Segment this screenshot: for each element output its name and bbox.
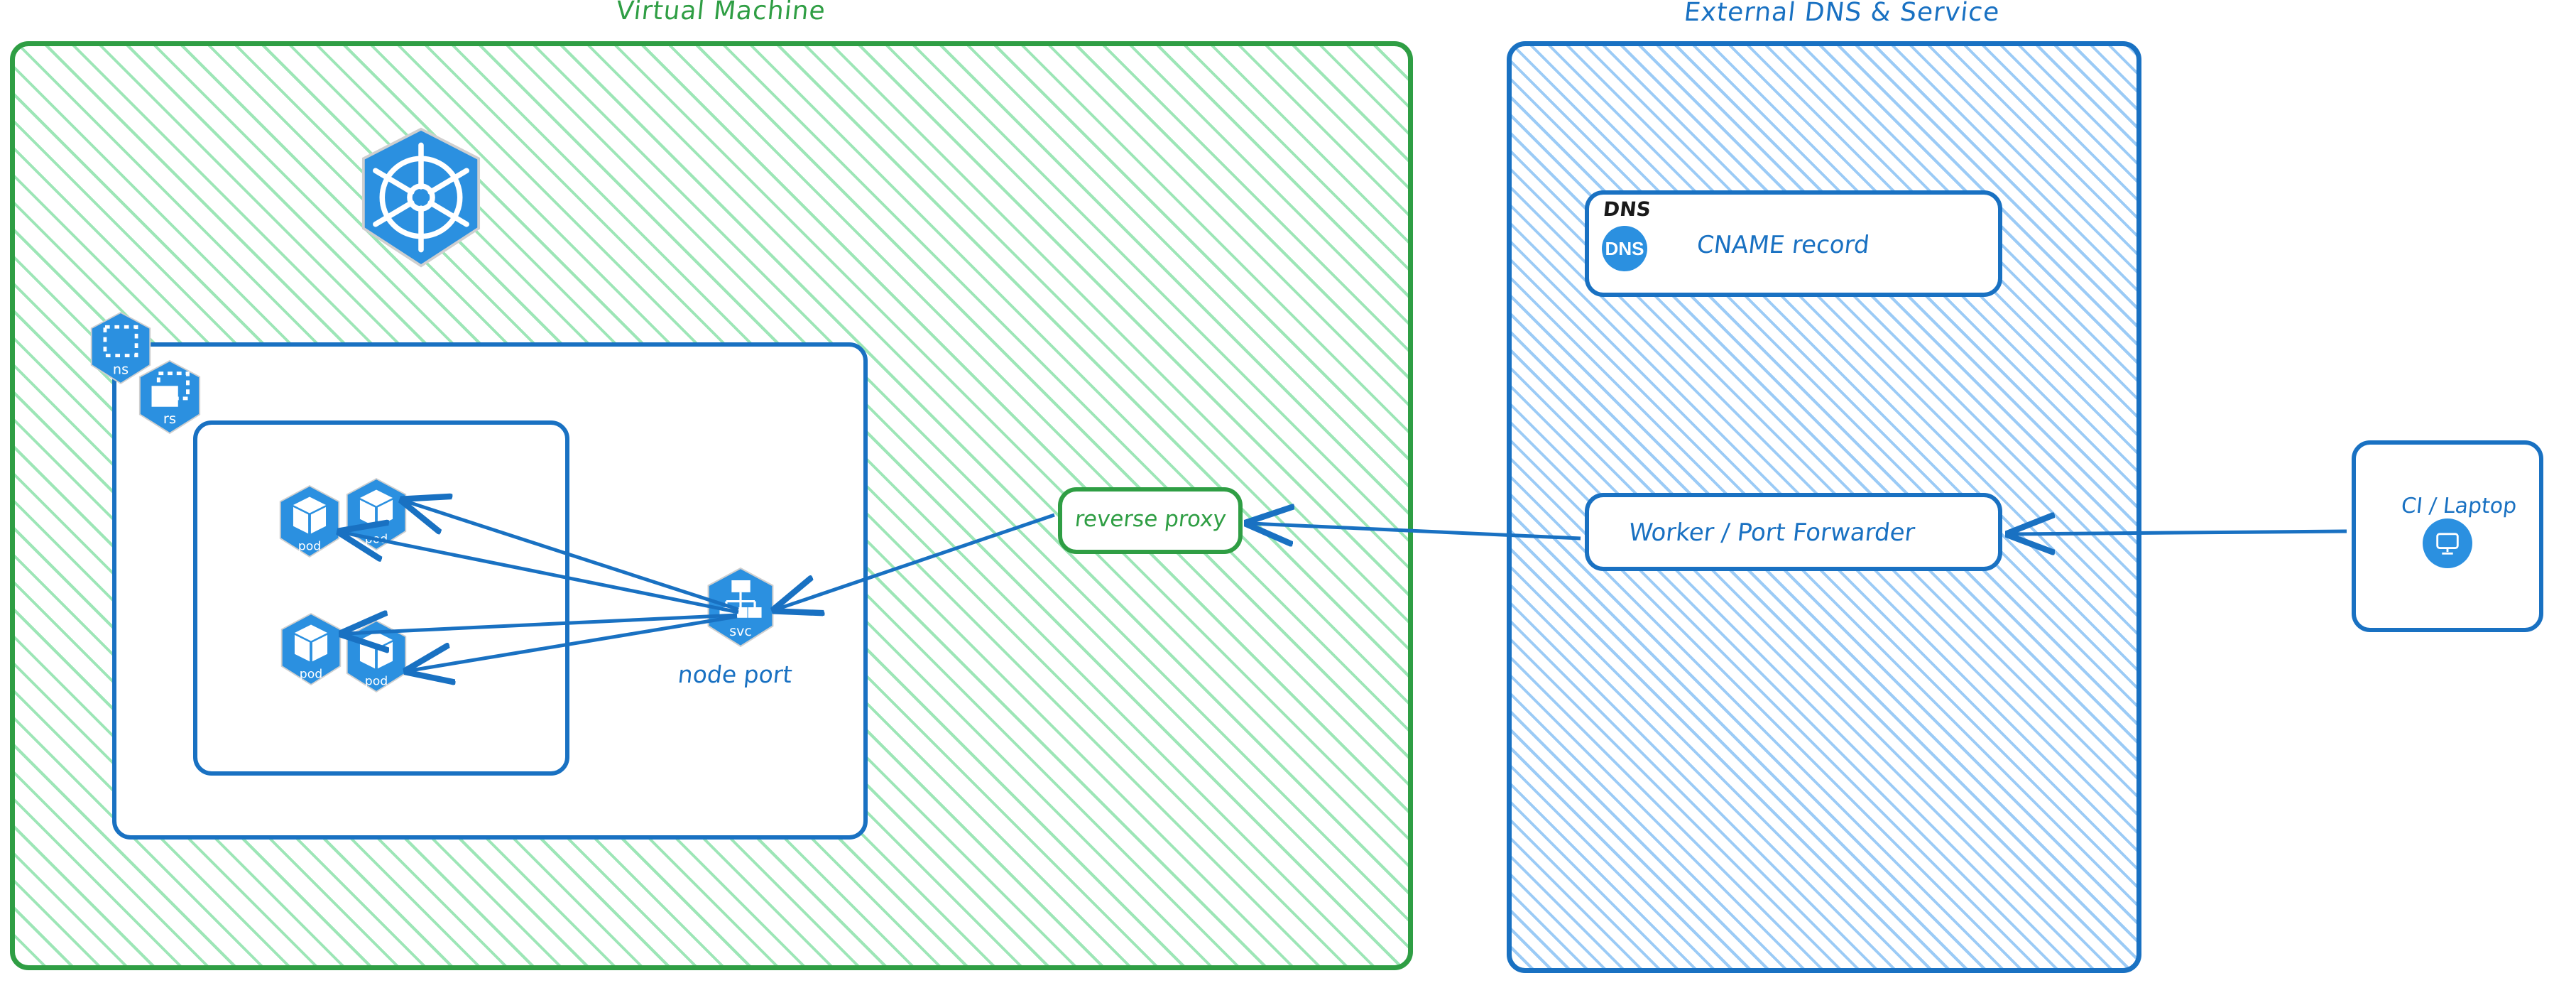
replicaset-container xyxy=(193,420,569,776)
reverse-proxy-label: reverse proxy xyxy=(1074,506,1228,532)
worker-port-forwarder-label: Worker / Port Forwarder xyxy=(1627,518,1916,547)
pod-badge-text: pod xyxy=(365,674,388,688)
kubernetes-replicaset-icon: rs xyxy=(135,359,204,435)
pod-badge-text: pod xyxy=(300,667,322,681)
dns-icon: DNS xyxy=(1602,226,1647,271)
cname-record-box[interactable] xyxy=(1585,190,2002,297)
pod-badge-text: pod xyxy=(365,532,388,546)
worker-port-forwarder-box[interactable] xyxy=(1585,493,2002,571)
node-port-label: node port xyxy=(676,661,794,688)
dns-tag-label: DNS xyxy=(1602,197,1652,221)
replicaset-badge-text: rs xyxy=(163,411,176,427)
kubernetes-logo-icon xyxy=(354,126,489,268)
kubernetes-pod-icon-3: pod xyxy=(277,612,345,686)
kubernetes-namespace-icon: ns xyxy=(87,311,155,385)
desktop-monitor-icon xyxy=(2423,518,2472,568)
namespace-badge-text: ns xyxy=(113,361,129,377)
kubernetes-pod-icon-4: pod xyxy=(342,619,410,693)
group-virtual-machine-title: Virtual Machine xyxy=(614,0,827,26)
service-badge-text: svc xyxy=(729,624,752,639)
reverse-proxy-box[interactable] xyxy=(1058,487,1243,554)
pod-badge-text: pod xyxy=(298,539,321,553)
kubernetes-service-icon: svc xyxy=(703,567,778,648)
kubernetes-pod-icon-1: pod xyxy=(275,484,344,558)
ci-laptop-label: CI / Laptop xyxy=(2400,494,2518,518)
group-external-dns-service-title: External DNS & Service xyxy=(1682,0,2002,27)
kubernetes-pod-icon-2: pod xyxy=(342,477,410,551)
cname-record-label: CNAME record xyxy=(1695,231,1871,259)
